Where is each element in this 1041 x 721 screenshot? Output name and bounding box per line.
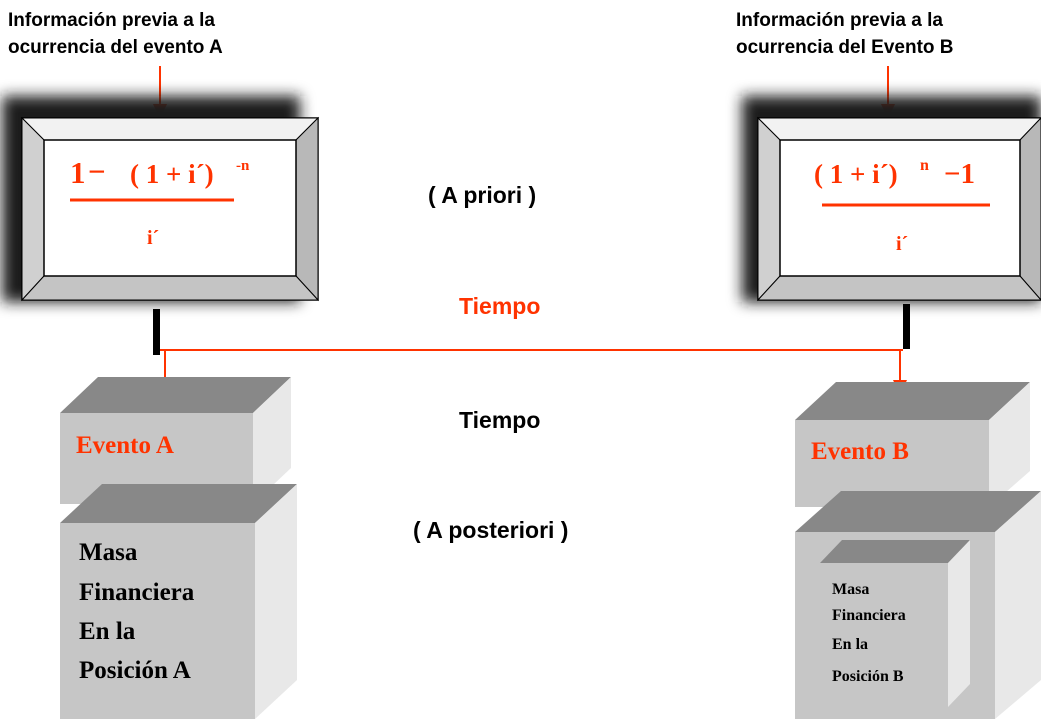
info-a-line2: ocurrencia del evento A [8, 37, 223, 58]
formula-frame-a: 1 − ( 1 + i´) -n i´ [2, 96, 320, 302]
masa-b-line4: Posición B [832, 668, 904, 685]
masa-a-line3: En la [79, 618, 136, 645]
masa-b-line2: Financiera [832, 607, 906, 624]
evento-a-label: Evento A [76, 432, 174, 459]
masa-a-line2: Financiera [79, 579, 195, 606]
formula-b-denominator: i´ [896, 233, 908, 255]
event-a-marker [153, 309, 160, 355]
masa-b-inner-box [820, 540, 970, 707]
formula-a-minus: − [88, 154, 106, 189]
formula-b-exponent: n [920, 157, 929, 174]
masa-b-box: Masa Financiera En la Posición B [795, 491, 1041, 719]
tiempo-black-label: Tiempo [459, 407, 540, 433]
event-b-marker [903, 304, 910, 349]
masa-a-box: Masa Financiera En la Posición A [60, 484, 297, 719]
formula-frame-b: ( 1 + i´) n −1 i´ [742, 96, 1041, 302]
formula-b-minus-one: −1 [944, 158, 975, 190]
masa-a-line1: Masa [79, 539, 138, 566]
formula-a-one: 1 [70, 155, 86, 190]
info-a-line1: Información previa a la [8, 10, 215, 31]
tiempo-red-label: Tiempo [459, 293, 540, 319]
formula-a-base: ( 1 + i´) [130, 159, 214, 189]
info-b-line1: Información previa a la [736, 10, 943, 31]
formula-a-exponent: -n [236, 158, 250, 174]
evento-b-box: Evento B [795, 382, 1030, 507]
formula-a-denominator: i´ [147, 227, 159, 249]
masa-b-line1: Masa [832, 581, 869, 598]
formula-b-base: ( 1 + i´) [814, 159, 898, 189]
a-priori-label: ( A priori ) [428, 182, 536, 208]
evento-b-label: Evento B [811, 438, 909, 465]
a-posteriori-label: ( A posteriori ) [413, 517, 568, 543]
masa-a-line4: Posición A [79, 657, 191, 684]
masa-b-line3: En la [832, 636, 868, 653]
info-b-line2: ocurrencia del Evento B [736, 37, 954, 58]
